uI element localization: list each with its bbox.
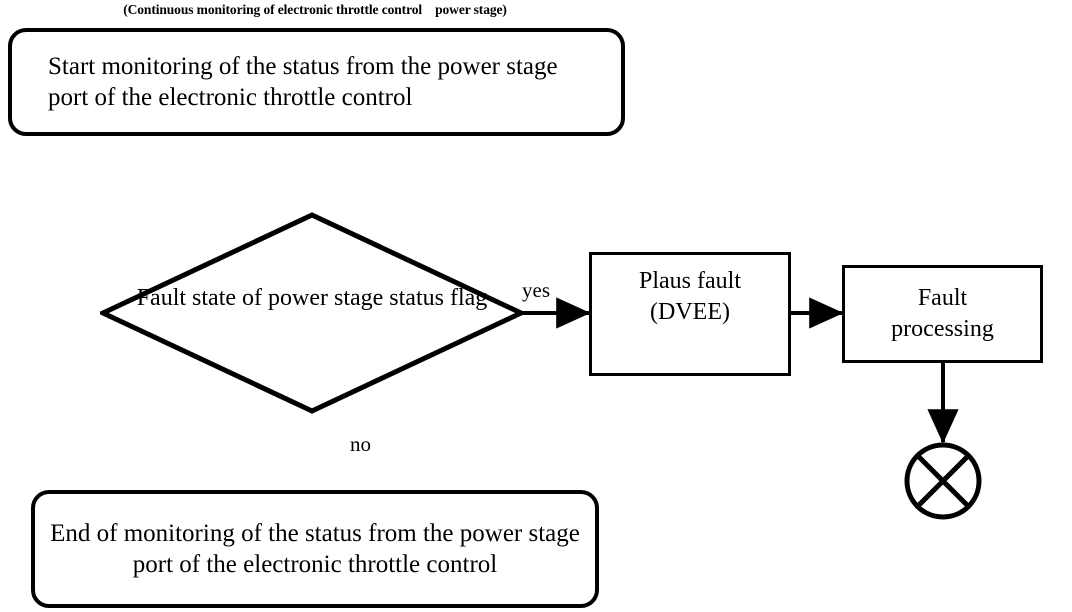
node-fault-processing-line2: processing xyxy=(891,316,994,342)
node-end-monitoring-label: End of monitoring of the status from the… xyxy=(50,520,580,578)
node-plaus-fault-label: Plaus fault (DVEE) xyxy=(592,266,788,328)
edge-label-no: no xyxy=(350,432,371,456)
edge-label-yes: yes xyxy=(522,278,550,302)
node-fault-processing: Fault processing xyxy=(842,265,1043,363)
node-terminator-circle xyxy=(903,441,983,521)
node-end-monitoring: End of monitoring of the status from the… xyxy=(31,490,599,608)
node-start-monitoring: Start monitoring of the status from the … xyxy=(8,28,625,136)
terminator-cross-stroke-2 xyxy=(915,453,971,509)
node-plaus-fault: Plaus fault (DVEE) xyxy=(589,252,791,376)
diamond-shape xyxy=(100,212,524,414)
node-start-monitoring-label: Start monitoring of the status from the … xyxy=(48,53,558,111)
node-fault-processing-label: Fault processing xyxy=(845,283,1040,345)
diagram-caption: (Continuous monitoring of electronic thr… xyxy=(123,2,507,17)
node-plaus-fault-line2: (DVEE) xyxy=(650,299,730,325)
node-fault-processing-line1: Fault xyxy=(917,285,968,311)
node-decision-fault-state-label: Fault state of power stage status flag xyxy=(136,285,488,311)
node-plaus-fault-line1: Plaus fault xyxy=(639,268,741,294)
node-decision-fault-state xyxy=(100,210,524,416)
